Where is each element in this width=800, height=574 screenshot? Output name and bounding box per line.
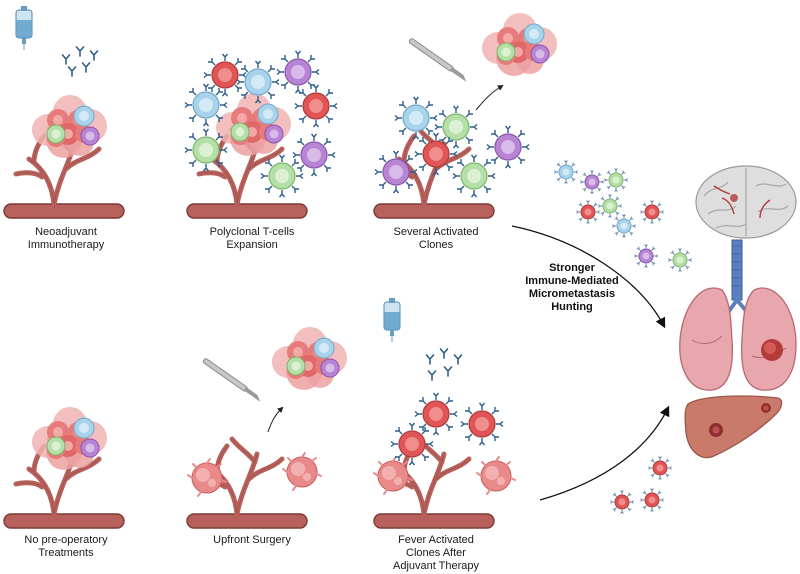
- antibodies: [425, 348, 463, 381]
- caption-line: Polyclonal T-cells: [209, 226, 295, 238]
- caption-line: Several Activated: [393, 226, 479, 238]
- caption-polyclonal: Polyclonal T-cells Expansion: [210, 226, 295, 252]
- circulating-cells-top: [554, 160, 691, 271]
- caption-upfront: Upfront Surgery: [213, 534, 291, 547]
- caption-several: Several Activated Clones: [394, 226, 479, 252]
- brain-icon: [695, 165, 797, 239]
- caption-line: Immunotherapy: [27, 239, 105, 251]
- caption-line: Upfront Surgery: [213, 534, 291, 546]
- caption-line: No pre-operatory: [24, 534, 108, 546]
- caption-line: Clones: [418, 239, 454, 251]
- caption-neoadjuvant: Neoadjuvant Immunotherapy: [28, 226, 104, 252]
- center-label-line: Micrometastasis: [528, 288, 616, 300]
- scalpel-icon: [408, 37, 469, 83]
- center-label: Stronger Immune-Mediated Micrometastasis…: [525, 262, 619, 314]
- antibodies: [61, 46, 99, 77]
- panel-several: [374, 13, 557, 218]
- resected-tumor: [482, 13, 557, 76]
- lungs-icon: [679, 239, 797, 391]
- caption-line: Clones After: [406, 547, 466, 559]
- arrow-bottom: [539, 405, 670, 501]
- caption-line: Neoadjuvant: [35, 226, 97, 238]
- tumor-mass: [32, 95, 107, 158]
- caption-line: Treatments: [38, 547, 94, 559]
- caption-line: Adjuvant Therapy: [392, 560, 480, 572]
- panel-no-preop: [4, 407, 124, 528]
- panel-upfront: [187, 327, 347, 528]
- scalpel-icon: [202, 357, 263, 403]
- center-label-line: Immune-Mediated: [525, 275, 619, 287]
- iv-bag-icon: [15, 5, 33, 51]
- panel-fever: [374, 297, 516, 528]
- iv-bag-icon: [383, 297, 401, 343]
- tumor-mass: [216, 93, 291, 156]
- resected-tumor: [272, 327, 347, 390]
- center-label-line: Hunting: [551, 301, 593, 313]
- caption-line: Expansion: [226, 239, 278, 251]
- liver-icon: [684, 395, 783, 459]
- caption-line: Fever Activated: [398, 534, 474, 546]
- caption-fever: Fever Activated Clones After Adjuvant Th…: [393, 534, 479, 573]
- arrow-top: [511, 225, 666, 329]
- center-label-line: Stronger: [549, 262, 595, 274]
- panel-polyclonal: [185, 51, 337, 218]
- panel-neoadjuvant: [4, 5, 124, 218]
- circulating-cells-bottom: [610, 456, 671, 513]
- caption-no-preop: No pre-operatory Treatments: [24, 534, 107, 560]
